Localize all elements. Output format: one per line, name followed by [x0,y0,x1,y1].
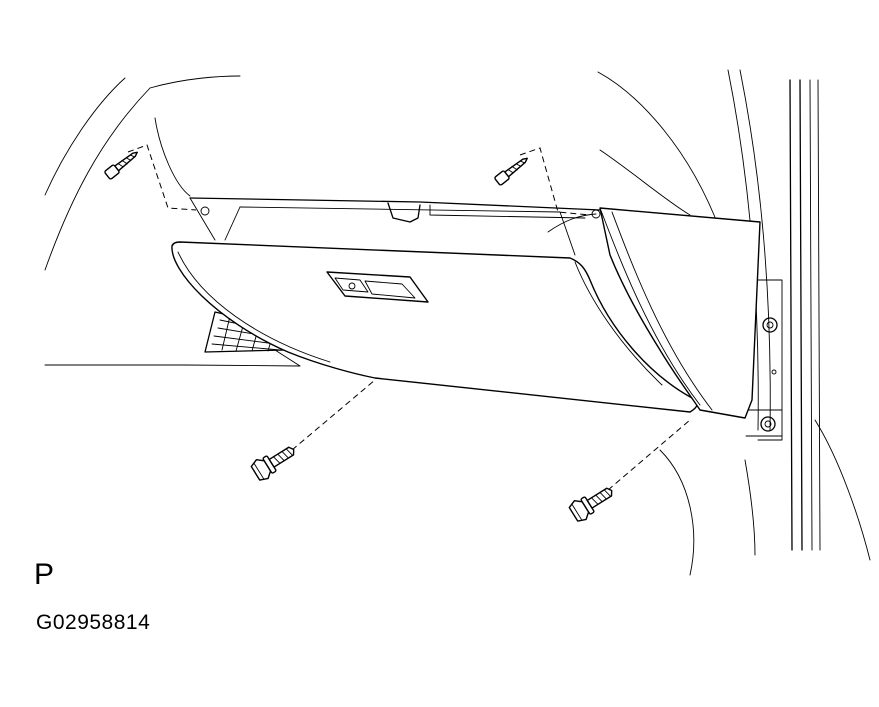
dashboard-outline [44,75,301,367]
bolt-icon [568,487,613,522]
bolt-icon [250,446,295,481]
figure-code: G02958814 [36,611,151,634]
install-lines [127,144,691,491]
glove-box [171,241,698,413]
side-panel [547,207,761,419]
screw-icon [494,157,528,186]
view-letter: P [34,558,55,591]
door-pillar [597,69,871,576]
screw-icon [104,151,138,180]
